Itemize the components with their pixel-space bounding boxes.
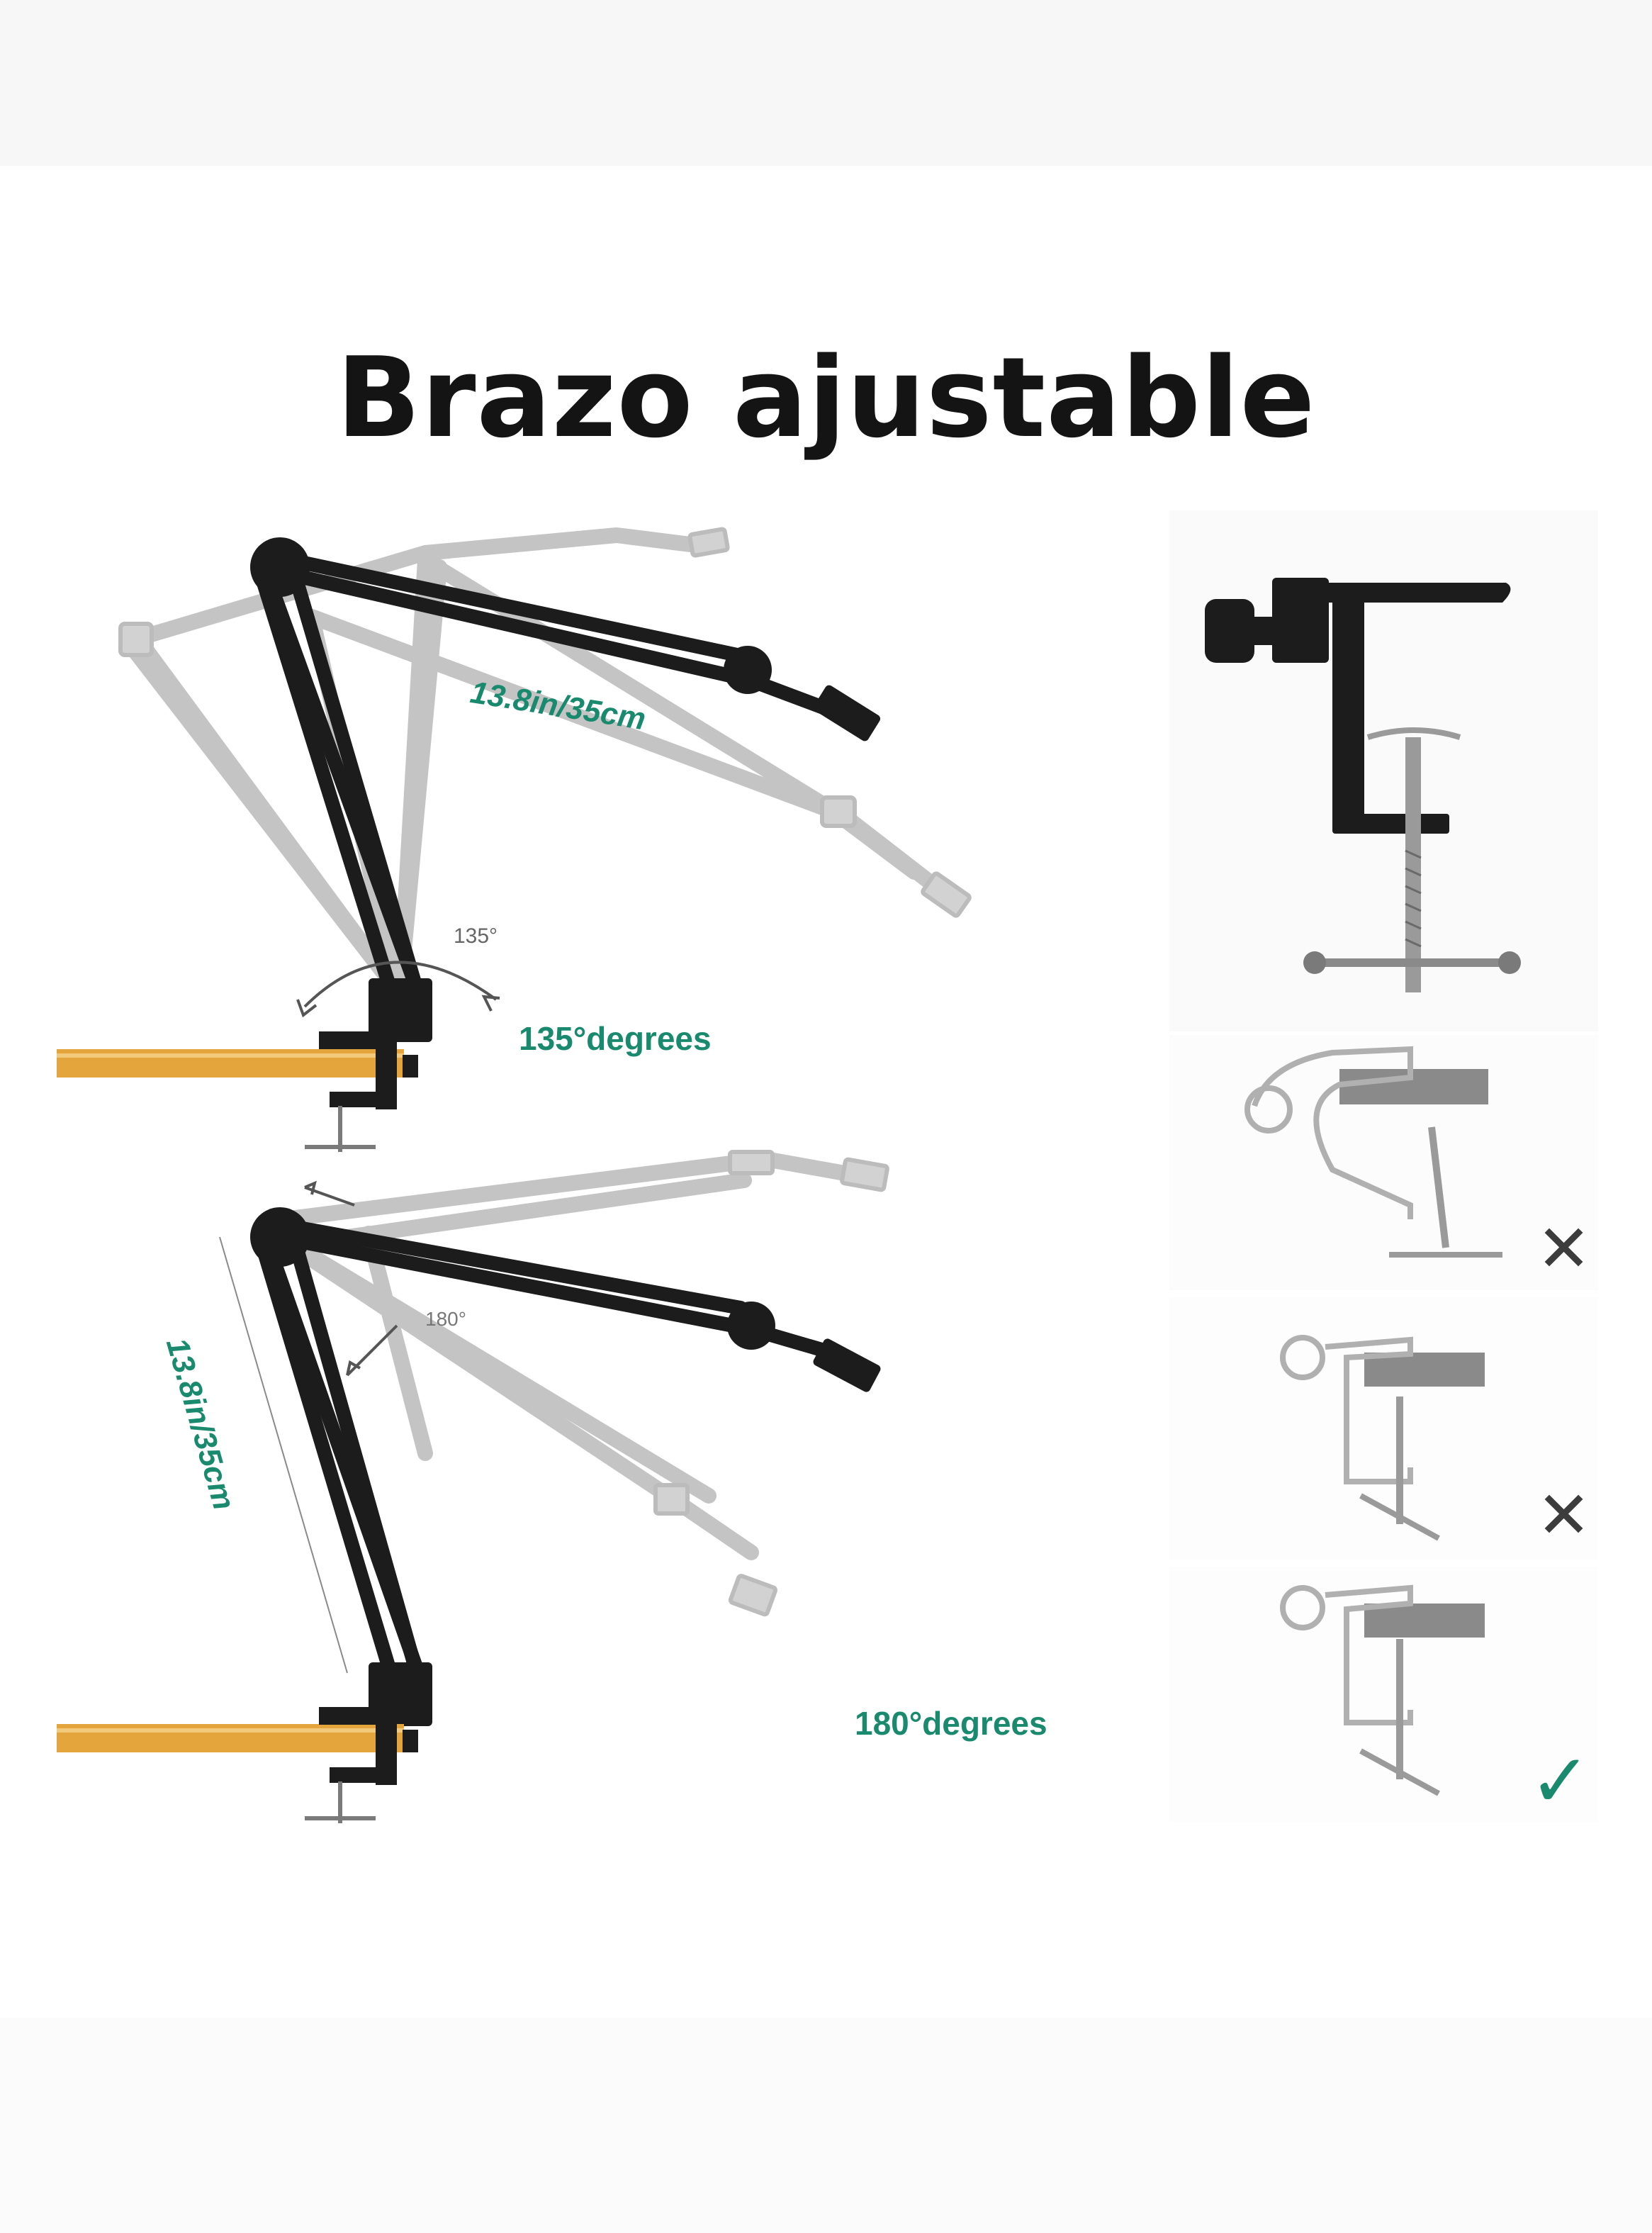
- top-band: [0, 0, 1652, 166]
- bottom-band: [0, 2017, 1652, 2233]
- top-ghost-arms: [120, 527, 961, 997]
- clamp-knob: [1205, 599, 1254, 663]
- wrong-mount-icon-2: ✕: [1536, 1477, 1592, 1553]
- angle-label-top: 135°degrees: [519, 1020, 712, 1057]
- clamp-detail-panel: [1169, 510, 1598, 1031]
- top-angle-arc: [296, 961, 500, 1018]
- angle-small-label: 135°: [454, 924, 498, 948]
- bottom-ghost-heads: [653, 1150, 889, 1617]
- top-arm-diagram: 135°: [57, 527, 972, 1152]
- wrong-mount-icon: ✕: [1536, 1211, 1592, 1287]
- page-title: Brazo ajustable: [336, 333, 1316, 462]
- bottom-angle-arc: [304, 1180, 398, 1377]
- mount-example-correct: [1169, 1567, 1598, 1822]
- mount-example-wrong-2: [1169, 1297, 1598, 1560]
- bottom-clamp-screw: [305, 1781, 376, 1823]
- top-black-joints: [250, 537, 881, 1042]
- top-clamp-screw: [305, 1106, 376, 1152]
- correct-mount-check-icon: ✓: [1529, 1737, 1592, 1824]
- bottom-dimension-line: [219, 1236, 348, 1674]
- bottom-black-arm: [252, 1219, 843, 1701]
- mount-example-wrong-1: [1169, 1035, 1598, 1290]
- top-clamp: [319, 1031, 418, 1109]
- angle-label-bottom: 180°degrees: [855, 1705, 1047, 1742]
- angle-small-label-bottom: 180°: [425, 1308, 466, 1330]
- bottom-arm-diagram: 180°: [57, 1150, 889, 1823]
- bottom-clamp: [319, 1707, 418, 1785]
- top-ghost-heads: [118, 527, 972, 918]
